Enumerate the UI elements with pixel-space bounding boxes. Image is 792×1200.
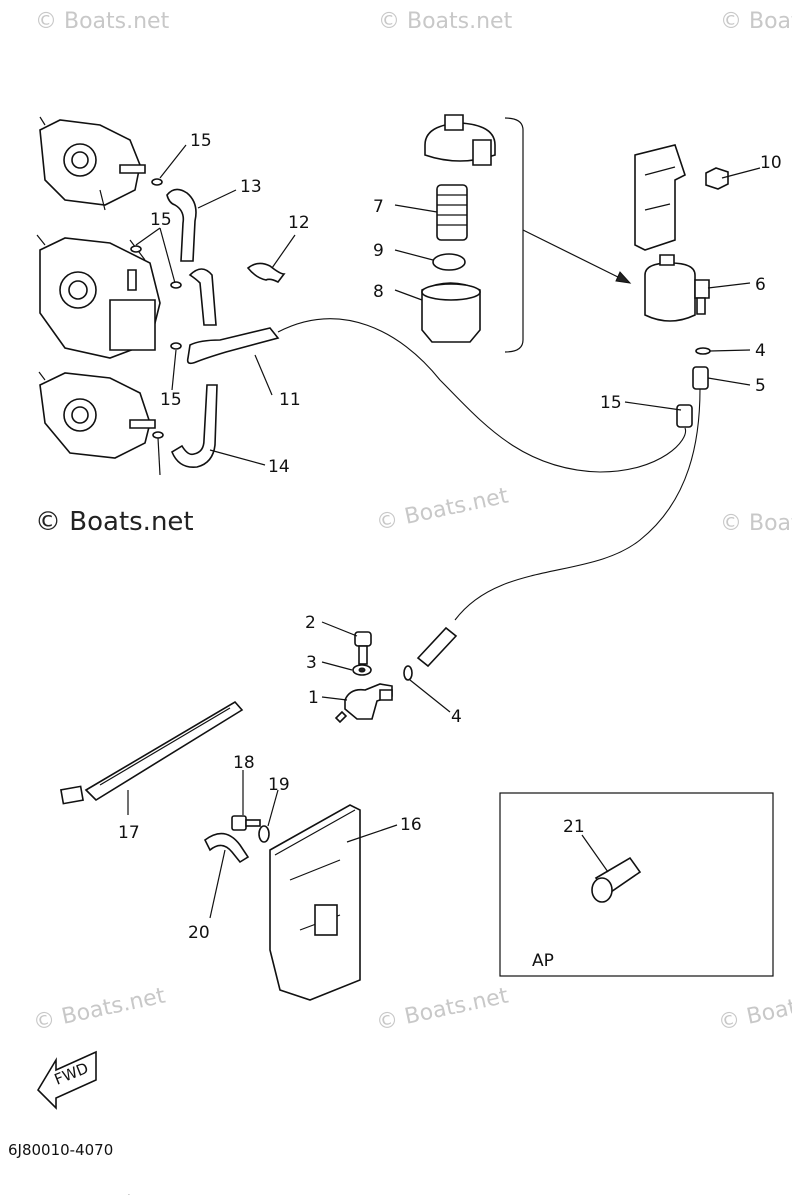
nut-10[interactable] (705, 167, 729, 190)
filter-element-7[interactable] (436, 184, 468, 241)
hose-13[interactable] (166, 188, 197, 262)
carburetor-top[interactable] (39, 116, 146, 211)
bolt-18[interactable] (231, 815, 261, 831)
cable-tie-17[interactable] (60, 700, 244, 805)
callout-5: 5 (755, 376, 766, 396)
callout-13: 13 (240, 177, 262, 197)
callout-21: 21 (563, 817, 585, 837)
callout-15-top: 15 (190, 131, 212, 151)
washer-3[interactable] (352, 664, 372, 676)
filter-head[interactable] (424, 114, 496, 166)
watermark: © Boats.net (31, 983, 168, 1035)
callout-11: 11 (279, 390, 301, 410)
callout-18: 18 (233, 753, 255, 773)
hose-joint-lower[interactable] (416, 626, 458, 668)
filter-bracket[interactable] (634, 144, 686, 251)
watermark: © Boats.net (378, 9, 513, 34)
exploded-arrow (522, 229, 631, 284)
carburetor-bottom[interactable] (38, 371, 156, 459)
fuel-line-lower (454, 388, 701, 621)
callout-4-lower: 4 (451, 707, 462, 727)
callout-15-mid: 15 (150, 210, 172, 230)
fitting-21[interactable] (591, 856, 642, 903)
hose-clamp-20[interactable] (203, 832, 250, 864)
ap-box: AP (499, 792, 774, 977)
o-ring-9[interactable] (432, 253, 466, 271)
watermark: © Boats.net (374, 983, 511, 1035)
callout-1: 1 (308, 688, 319, 708)
fuel-cock-1[interactable] (334, 683, 393, 724)
watermark: © Boats.net (35, 9, 170, 34)
clamp-12[interactable] (246, 262, 286, 284)
callout-16: 16 (400, 815, 422, 835)
filter-cup-8[interactable] (421, 282, 481, 343)
callout-14: 14 (268, 457, 290, 477)
dot-mark: . (128, 1190, 130, 1197)
callout-15-right: 15 (600, 393, 622, 413)
callout-12: 12 (288, 213, 310, 233)
watermark: © Boats.net (720, 511, 792, 536)
washer-19[interactable] (258, 825, 270, 843)
callout-7: 7 (373, 197, 384, 217)
ap-box-frame (499, 792, 774, 977)
callout-15-low: 15 (160, 390, 182, 410)
callout-20: 20 (188, 923, 210, 943)
callout-19: 19 (268, 775, 290, 795)
clip-4-upper[interactable] (695, 347, 711, 355)
fuel-filter-6[interactable] (644, 254, 710, 322)
hose-end[interactable] (676, 404, 693, 428)
bracket-16[interactable] (269, 804, 361, 1001)
watermark: © Boats.net (720, 9, 792, 34)
callout-8: 8 (373, 282, 384, 302)
exploded-bracket (504, 117, 524, 353)
callout-3: 3 (306, 653, 317, 673)
diagram-code: 6J80010-4070 (8, 1141, 113, 1159)
hose-middle[interactable] (188, 268, 217, 326)
callout-numbers: 1 2 3 4 4 5 6 7 8 9 10 11 12 13 14 15 15… (118, 131, 782, 943)
watermark-dark: © Boats.net (35, 507, 194, 537)
callout-9: 9 (373, 241, 384, 261)
fuel-line-main (277, 318, 687, 473)
arrow-head (615, 271, 632, 284)
callout-10: 10 (760, 153, 782, 173)
callout-2: 2 (305, 613, 316, 633)
callout-4-upper: 4 (755, 341, 766, 361)
fwd-arrow-icon (36, 1050, 97, 1110)
hose-11[interactable] (186, 327, 280, 365)
ap-box-label: AP (532, 951, 554, 971)
callout-6: 6 (755, 275, 766, 295)
carburetor-middle[interactable] (36, 234, 161, 359)
watermark: © Boats.net (716, 983, 792, 1035)
clip-4-lower[interactable] (403, 665, 413, 681)
screw-2[interactable] (354, 631, 372, 665)
watermark: © Boats.net (374, 483, 511, 535)
callout-17: 17 (118, 823, 140, 843)
hose-14[interactable] (170, 384, 218, 469)
fwd-arrow: FWD (36, 1050, 97, 1110)
hose-joint-5[interactable] (692, 366, 709, 390)
leader-lines (127, 144, 761, 919)
